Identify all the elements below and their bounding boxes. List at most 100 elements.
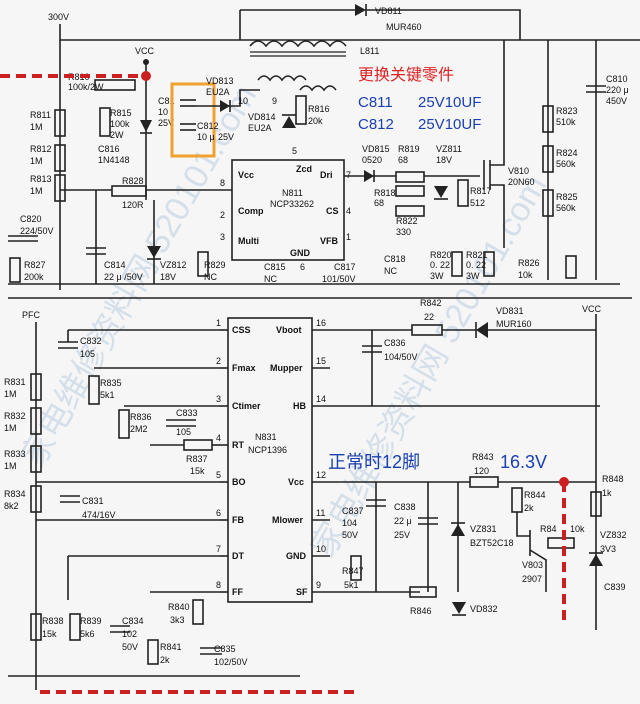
r813-label: R813 xyxy=(30,174,52,184)
svg-text:10: 10 xyxy=(238,96,248,106)
ic-pin-mlower: Mlower xyxy=(272,515,304,525)
r847-label: R847 xyxy=(342,566,364,576)
ic-n811-pin-gnd: GND xyxy=(290,248,311,258)
svg-text:3: 3 xyxy=(220,232,225,242)
r835-value: 5k1 xyxy=(100,390,115,400)
r837-value: 15k xyxy=(190,466,205,476)
r821-value-2: 3W xyxy=(466,271,480,281)
r824-value: 560k xyxy=(556,159,576,169)
r821-value-1: 0. 22 xyxy=(466,260,486,270)
bottom-circuit: PFC R831 1M R832 1M R833 1M R834 8k2 C83… xyxy=(4,297,632,690)
r825-value: 560k xyxy=(556,203,576,213)
bottom-vcc-label: VCC xyxy=(582,304,602,314)
ic-pin-mupper: Mupper xyxy=(270,363,303,373)
r841-label: R841 xyxy=(160,642,182,652)
svg-text:9: 9 xyxy=(316,580,321,590)
vd811-value: MUR460 xyxy=(386,22,422,32)
r828-value: 120R xyxy=(122,200,144,210)
r810-label: R810 xyxy=(68,72,90,82)
pfc-label: PFC xyxy=(22,310,41,320)
r827-label: R827 xyxy=(24,260,46,270)
vd831-label: VD831 xyxy=(496,306,524,316)
c836-value: 104/50V xyxy=(384,352,418,362)
c838-value-1: 22 μ xyxy=(394,516,412,526)
top-vcc-label: VCC xyxy=(135,46,155,56)
ic-n811-pin-vfb: VFB xyxy=(320,236,339,246)
svg-text:6: 6 xyxy=(300,262,305,272)
r845-label: R84 xyxy=(540,524,557,534)
c814-value: 22 μ /50V xyxy=(104,272,143,282)
r842-label: R842 xyxy=(420,298,442,308)
c811-value-1: 10 xyxy=(158,107,168,117)
ic-pin-vcc: Vcc xyxy=(288,477,304,487)
r836-label: R836 xyxy=(130,412,152,422)
r820-label: R820 xyxy=(430,250,452,260)
c815-label: C815 xyxy=(264,262,286,272)
c820-label: C820 xyxy=(20,214,42,224)
ic-n811-pin-vcc: Vcc xyxy=(238,170,254,180)
ic-n811-label: N811 xyxy=(282,188,303,198)
r820-value-1: 0. 22 xyxy=(430,260,450,270)
r839-value: 5k6 xyxy=(80,629,95,639)
r820-value-2: 3W xyxy=(430,271,444,281)
svg-text:5: 5 xyxy=(216,470,221,480)
r819-value: 68 xyxy=(398,155,408,165)
label-300v: 300V xyxy=(48,12,69,22)
svg-text:8: 8 xyxy=(220,178,225,188)
vd811-diode xyxy=(355,4,366,16)
r845-value: 10k xyxy=(570,524,585,534)
r840-value: 3k3 xyxy=(170,615,185,625)
c810-value-1: 220 μ xyxy=(606,85,629,95)
c837-label: C837 xyxy=(342,506,364,516)
v803-label: V803 xyxy=(522,560,543,570)
svg-text:2: 2 xyxy=(216,356,221,366)
svg-text:1: 1 xyxy=(216,318,221,328)
r816-label: R816 xyxy=(308,104,330,114)
c811-value-2: 25V xyxy=(158,118,174,128)
r848-label: R848 xyxy=(602,474,624,484)
ic-n811 xyxy=(231,159,345,261)
ic-pin-ctimer: Ctimer xyxy=(232,401,261,411)
c812-label: C812 xyxy=(197,121,219,131)
r838-value: 15k xyxy=(42,629,57,639)
l811-label: L811 xyxy=(360,46,379,56)
svg-text:8: 8 xyxy=(216,580,221,590)
c831-label: C831 xyxy=(82,496,104,506)
ic-n811-pin-multi: Multi xyxy=(238,236,259,246)
svg-text:12: 12 xyxy=(316,470,326,480)
r841-value: 2k xyxy=(160,655,170,665)
ic-n811-pin-cs: CS xyxy=(326,206,339,216)
r843-value: 120 xyxy=(474,466,489,476)
annotation-c811: C811 xyxy=(358,94,393,111)
r823-value: 510k xyxy=(556,117,576,127)
vd815-label: VD815 xyxy=(362,144,390,154)
c834-label: C834 xyxy=(122,616,144,626)
c817-value: 101/50V xyxy=(322,274,356,284)
c838-value-2: 25V xyxy=(394,530,410,540)
ic-pin-rt: RT xyxy=(232,440,244,450)
c834-value-1: 102 xyxy=(122,629,137,639)
c835-value: 102/50V xyxy=(214,657,248,667)
c831-value: 474/16V xyxy=(82,510,116,520)
c812-value-1: 10 μ xyxy=(197,132,215,142)
r822-label: R822 xyxy=(396,216,418,226)
svg-text:4: 4 xyxy=(216,433,221,443)
ic-pin-fb: FB xyxy=(232,515,244,525)
r831-label: R831 xyxy=(4,377,26,387)
r818-value: 68 xyxy=(374,198,384,208)
ic-n831-part: NCP1396 xyxy=(248,445,287,455)
c814-label: C814 xyxy=(104,260,126,270)
svg-text:3: 3 xyxy=(216,394,221,404)
r825-label: R825 xyxy=(556,192,578,202)
r835-label: R835 xyxy=(100,378,122,388)
svg-text:1: 1 xyxy=(346,232,351,242)
c837-value-2: 50V xyxy=(342,530,358,540)
r824-label: R824 xyxy=(556,148,578,158)
c820-value: 224/50V xyxy=(20,226,54,236)
svg-text:10: 10 xyxy=(316,544,326,554)
c835-label: C835 xyxy=(214,644,236,654)
r832-label: R832 xyxy=(4,411,26,421)
r844-value: 2k xyxy=(524,503,534,513)
highlight-box-c811-c812 xyxy=(170,82,216,158)
